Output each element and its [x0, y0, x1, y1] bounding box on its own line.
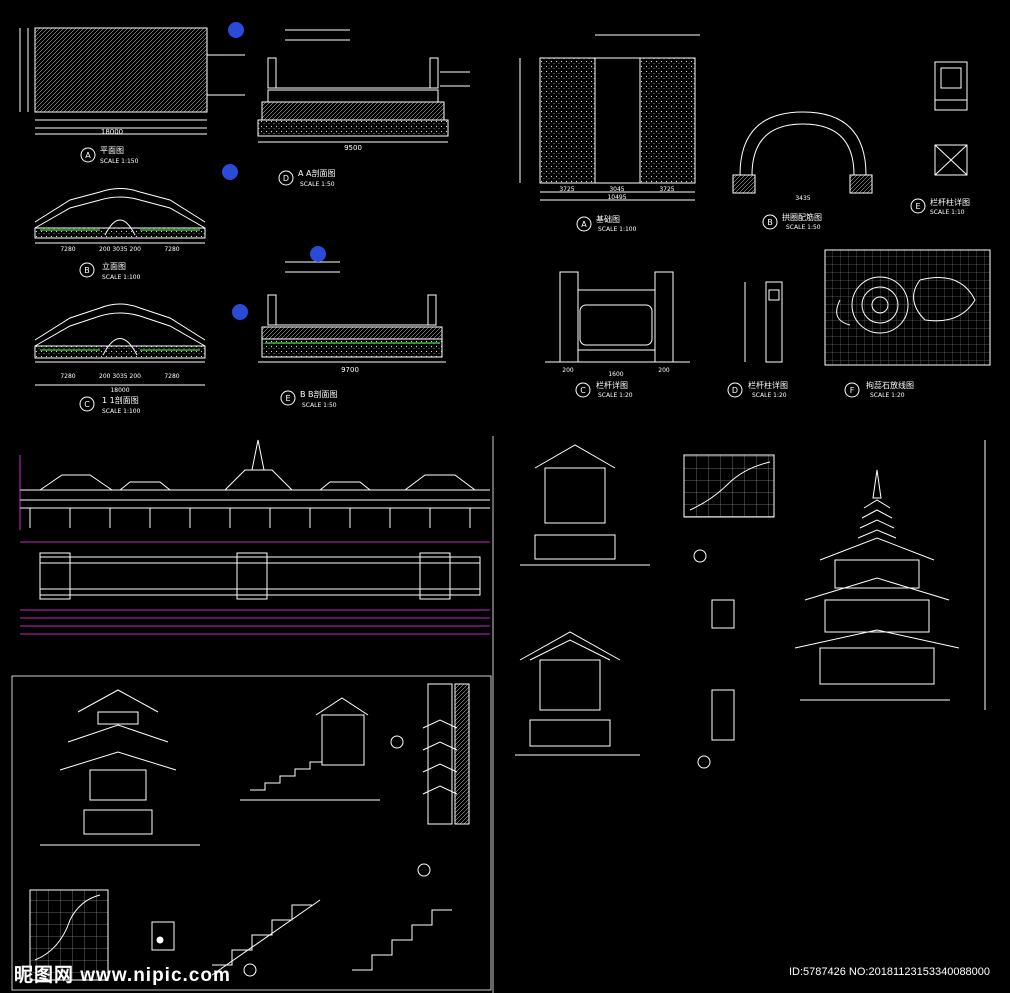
gate-section-2 [515, 631, 640, 756]
section-aa-dim: 9500 [344, 144, 362, 152]
section-aa-tag: D [283, 174, 289, 183]
foundation-title: 基础图 [596, 214, 620, 224]
railing-scale: SCALE 1:20 [598, 392, 633, 399]
foundation-dim-1: 3725 [559, 186, 574, 193]
corridor-plan [39, 552, 481, 600]
rail-post-e-title: 栏杆柱详图 [930, 197, 970, 207]
railing-detail-grid [29, 889, 175, 981]
corridor-magenta-dims [19, 455, 490, 635]
section-bb-dim: 9700 [341, 366, 359, 374]
rail-post-d-title: 栏杆柱详图 [748, 380, 788, 390]
elevation-b [34, 188, 206, 278]
paving-layout-f [824, 249, 991, 398]
railing-title: 栏杆详图 [596, 380, 628, 390]
stair-section [240, 697, 404, 801]
blue-tag-icon [222, 164, 238, 180]
elevation-b-dim-3: 7280 [164, 246, 179, 253]
detail-1-grid [683, 454, 775, 769]
step-details [211, 899, 452, 977]
plan-a-scale: SCALE 1:150 [100, 158, 139, 165]
section-c-title: 1 1剖面图 [102, 395, 139, 405]
foundation-dim-3: 3725 [659, 186, 674, 193]
section-bb-title: B B剖面图 [300, 389, 338, 399]
section-c-dim-2: 200 3035 200 [99, 373, 141, 380]
foundation-scale: SCALE 1:100 [598, 226, 637, 233]
arch-rebar-b [732, 111, 873, 230]
section-bb-e [258, 261, 446, 406]
foundation-dim-2: 3045 [609, 186, 624, 193]
arch-dim: 3435 [795, 195, 810, 202]
section-aa-title: A A剖面图 [298, 168, 336, 178]
paving-scale: SCALE 1:20 [870, 392, 905, 399]
railing-tag: C [580, 386, 586, 395]
section-c-dim-1: 7280 [60, 373, 75, 380]
watermark-id: ID:5787426 NO:20181123153340088000 [789, 966, 991, 978]
elevation-b-tag: B [84, 266, 90, 275]
section-aa-scale: SCALE 1:50 [300, 181, 335, 188]
plan-a-title: 平面图 [100, 146, 124, 155]
blue-tag-icon [232, 304, 248, 320]
elevation-b-scale: SCALE 1:100 [102, 274, 141, 281]
gate-section-1 [520, 444, 650, 566]
foundation-a [519, 34, 700, 232]
section-bb-scale: SCALE 1:50 [302, 402, 337, 409]
railing-dim-1: 200 [562, 367, 574, 374]
elevation-b-dim-2: 200 3035 200 [99, 246, 141, 253]
section-bb-tag: E [285, 394, 290, 403]
section-c-tag: C [84, 400, 90, 409]
watermark-logo: 昵图网 www.nipic.com [14, 965, 231, 986]
finial-tower [417, 683, 470, 877]
railing-dim-3: 200 [658, 367, 670, 374]
corridor-posts [29, 508, 471, 528]
paving-title: 拘蕊石放线图 [866, 380, 914, 390]
blue-tag-icon [228, 22, 244, 38]
arch-tag: B [767, 218, 773, 227]
rail-post-d-scale: SCALE 1:20 [752, 392, 787, 399]
elevation-b-title: 立面图 [102, 261, 126, 271]
plan-a-tag: A [85, 151, 91, 160]
rail-post-e-scale: SCALE 1:10 [930, 209, 965, 216]
blue-tag-icon [310, 246, 326, 262]
foundation-total: 10495 [607, 194, 626, 201]
section-aa-d [257, 29, 470, 186]
railing-c [545, 271, 690, 398]
arch-scale: SCALE 1:50 [786, 224, 821, 231]
rail-post-d [727, 281, 783, 398]
plan-a-dim: 18000 [101, 128, 123, 136]
rail-post-d-tag: D [732, 386, 738, 395]
elevation-b-dim-1: 7280 [60, 246, 75, 253]
paving-tag: F [850, 386, 855, 395]
section-c-dim-3: 7280 [164, 373, 179, 380]
railing-dim-2: 1600 [608, 371, 623, 378]
frame-bottom-left [11, 675, 492, 991]
section-c-scale: SCALE 1:100 [102, 408, 141, 415]
pavilion-section-left [40, 689, 200, 846]
section-c-total: 18000 [110, 387, 129, 394]
section-11-c [34, 303, 206, 412]
arch-title: 拱圈配筋图 [782, 212, 822, 222]
pagoda-section [794, 440, 986, 710]
plan-view-a [19, 27, 245, 163]
rail-post-e-tag: E [915, 202, 920, 211]
foundation-tag: A [581, 220, 587, 229]
corridor-elevation [20, 439, 490, 509]
rail-post-e [910, 61, 968, 214]
